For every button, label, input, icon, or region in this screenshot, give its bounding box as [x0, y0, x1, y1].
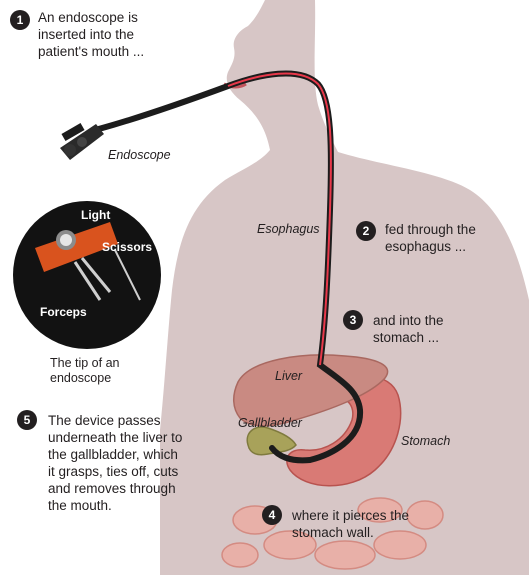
stomach-label: Stomach	[401, 434, 450, 448]
step-1-badge: 1	[10, 10, 30, 30]
step-5-badge: 5	[17, 410, 37, 430]
body-silhouette	[160, 0, 529, 575]
step-3-badge: 3	[343, 310, 363, 330]
endoscope-label: Endoscope	[108, 148, 171, 162]
step-2-line: fed through the	[385, 221, 476, 238]
step-5-line: it grasps, ties off, cuts	[48, 463, 182, 480]
step-4-line: stomach wall.	[292, 524, 409, 541]
inset-caption: The tip of an endoscope	[50, 356, 120, 386]
step-3-line: stomach ...	[373, 329, 444, 346]
step-2-badge: 2	[356, 221, 376, 241]
endoscope-tip-inset	[13, 201, 161, 349]
step-2-text: fed through the esophagus ...	[385, 221, 476, 255]
step-1-line: An endoscope is	[38, 9, 144, 26]
step-3-text: and into the stomach ...	[373, 312, 444, 346]
gallbladder-label: Gallbladder	[238, 416, 302, 430]
step-5-text: The device passes underneath the liver t…	[48, 412, 182, 514]
esophagus-label: Esophagus	[257, 222, 320, 236]
step-3-line: and into the	[373, 312, 444, 329]
step-5-line: and removes through	[48, 480, 182, 497]
inset-forceps-label: Forceps	[40, 305, 87, 319]
inset-light-label: Light	[81, 208, 110, 222]
step-2-line: esophagus ...	[385, 238, 476, 255]
endoscope-handle	[60, 123, 104, 160]
inset-caption-line: endoscope	[50, 371, 120, 386]
inset-scissors-label: Scissors	[102, 240, 152, 254]
step-4-badge: 4	[262, 505, 282, 525]
step-4-text: where it pierces the stomach wall.	[292, 507, 409, 541]
step-5-line: the mouth.	[48, 497, 182, 514]
step-1-text: An endoscope is inserted into the patien…	[38, 9, 144, 60]
step-5-line: The device passes	[48, 412, 182, 429]
inset-caption-line: The tip of an	[50, 356, 120, 371]
step-5-line: the gallbladder, which	[48, 446, 182, 463]
step-1-line: inserted into the	[38, 26, 144, 43]
liver-label: Liver	[275, 369, 302, 383]
step-1-line: patient's mouth ...	[38, 43, 144, 60]
step-5-line: underneath the liver to	[48, 429, 182, 446]
light-lens	[60, 234, 72, 246]
step-4-line: where it pierces the	[292, 507, 409, 524]
